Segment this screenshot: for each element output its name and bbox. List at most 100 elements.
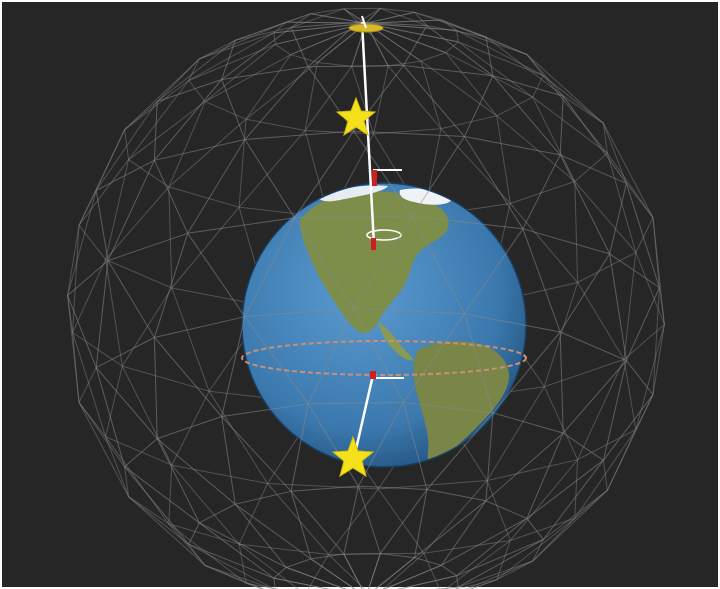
- wireframe-edge: [78, 402, 106, 438]
- wireframe-edge: [78, 129, 126, 226]
- wireframe-edge: [625, 287, 660, 361]
- wireframe-edge: [626, 182, 654, 218]
- wireframe-edge: [235, 21, 287, 41]
- wireframe-edge: [188, 522, 200, 545]
- wireframe-edge: [343, 553, 363, 589]
- wireframe-edge: [652, 217, 660, 288]
- wireframe-edge: [458, 560, 533, 588]
- wireframe-edge: [606, 153, 654, 218]
- wireframe-edge: [426, 489, 487, 502]
- wireframe-edge: [234, 503, 312, 560]
- wireframe-edge: [526, 54, 604, 124]
- wireframe-edge: [426, 25, 487, 38]
- wireframe-edge: [485, 36, 494, 76]
- wireframe-edge: [532, 75, 544, 98]
- wireframe-edge: [532, 96, 608, 154]
- wireframe-edge: [343, 8, 367, 24]
- wireframe-edge: [188, 58, 200, 81]
- wireframe-edge: [414, 489, 428, 558]
- observer-marker-equator: [370, 371, 404, 379]
- wireframe-edge: [485, 36, 528, 55]
- wireframe-edge: [603, 394, 654, 461]
- wireframe-edge: [522, 228, 610, 255]
- wireframe-edge: [187, 217, 295, 234]
- wireframe-edge: [522, 228, 561, 333]
- wireframe-edge: [273, 577, 331, 589]
- wireframe-edge: [78, 159, 129, 226]
- wireframe-edge: [574, 459, 579, 519]
- wireframe-edge: [72, 332, 123, 367]
- wireframe-edge: [562, 95, 627, 184]
- wireframe-edge: [204, 565, 247, 584]
- wireframe-edge: [235, 490, 292, 505]
- wireframe-edge: [153, 101, 158, 161]
- observer-marker-north: [371, 169, 402, 250]
- wireframe-edge: [187, 233, 246, 317]
- wireframe-edge: [308, 402, 404, 405]
- wireframe-edge: [286, 13, 312, 23]
- wireframe-edge: [510, 517, 575, 541]
- wireframe-edge: [95, 101, 158, 191]
- wireframe-edge: [526, 54, 544, 77]
- wireframe-edge: [307, 403, 359, 487]
- wireframe-edge: [157, 79, 222, 103]
- wireframe-edge: [574, 181, 579, 283]
- wireframe-edge: [486, 480, 511, 541]
- wireframe-edge: [95, 367, 126, 467]
- wireframe-edge: [238, 483, 268, 545]
- wireframe-edge: [574, 429, 637, 519]
- wireframe-edge: [457, 41, 533, 98]
- wireframe-edge: [423, 553, 440, 589]
- wireframe-edge: [602, 123, 608, 154]
- wireframe-edge: [168, 523, 206, 566]
- wireframe-edge: [353, 130, 413, 217]
- wireframe-edge: [559, 96, 564, 155]
- wireframe-edge: [609, 253, 627, 361]
- wireframe-edge: [623, 359, 637, 430]
- wireframe-edge: [168, 101, 206, 188]
- wireframe-edge: [286, 558, 312, 568]
- wireframe-edge: [492, 75, 564, 97]
- wireframe-edge: [403, 65, 465, 137]
- wireframe-edge: [365, 19, 442, 24]
- wireframe-edge: [652, 217, 665, 325]
- wireframe-edge: [245, 118, 306, 131]
- wireframe-edge: [105, 436, 130, 497]
- wireframe-edge: [379, 489, 428, 554]
- wireframe-edge: [199, 32, 274, 60]
- wireframe-edge: [464, 136, 524, 230]
- wireframe-edge: [221, 316, 246, 417]
- wireframe-edge: [67, 260, 109, 296]
- wireframe-edge: [307, 554, 330, 589]
- wireframe-edge: [273, 578, 276, 589]
- wireframe-edge: [221, 66, 309, 80]
- wireframe-edge: [238, 119, 247, 208]
- wireframe-edge: [440, 500, 487, 566]
- wireframe-edge: [221, 403, 309, 417]
- wireframe-edge: [485, 36, 564, 97]
- wireframe-edge: [154, 337, 223, 417]
- wireframe-edge: [377, 488, 425, 554]
- wireframe-edge: [577, 359, 625, 460]
- wireframe-edge: [121, 287, 173, 367]
- wireframe-edge: [204, 565, 265, 589]
- wireframe-edge: [275, 43, 291, 56]
- wireframe-edge: [562, 95, 604, 124]
- wireframe-edge: [171, 390, 210, 466]
- wireframe-edge: [456, 575, 459, 588]
- wireframe-edge: [72, 225, 80, 333]
- wireframe-edge: [188, 32, 275, 81]
- wireframe-edge: [420, 60, 442, 129]
- wireframe-edge: [221, 79, 246, 140]
- wireframe-edge: [245, 54, 292, 120]
- wireframe-edge: [652, 287, 660, 395]
- wireframe-edge: [153, 337, 158, 439]
- wireframe-edge: [492, 331, 561, 414]
- wireframe-edge: [652, 324, 665, 395]
- wireframe-edge: [464, 228, 524, 314]
- wireframe-edge: [526, 432, 564, 519]
- wireframe-edge: [156, 58, 200, 102]
- wireframe-edge: [154, 316, 246, 338]
- wireframe-edge: [411, 136, 465, 217]
- wireframe-edge: [542, 459, 604, 540]
